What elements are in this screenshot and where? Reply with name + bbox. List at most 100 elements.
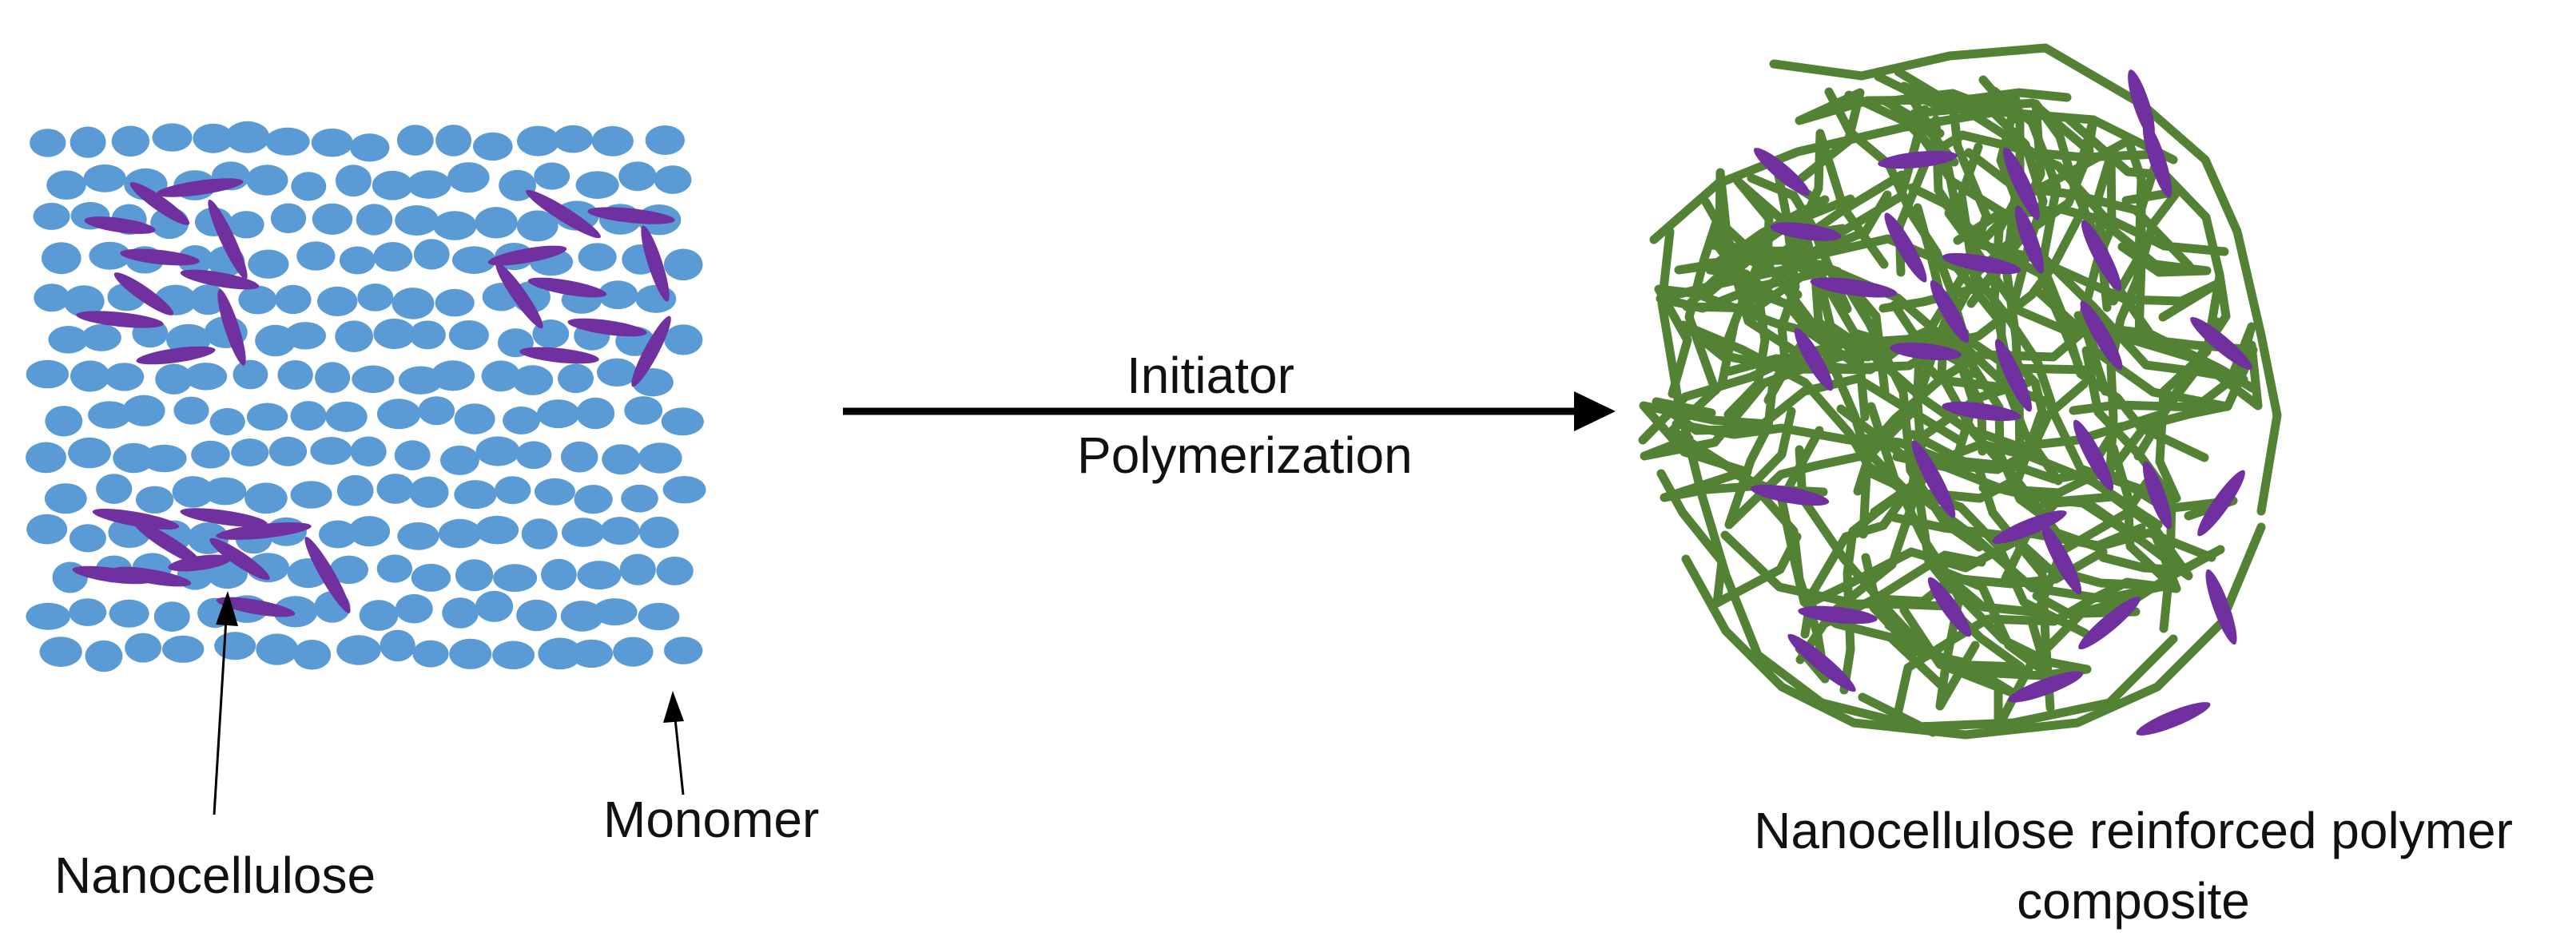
- nanocellulose-rod: [180, 269, 260, 290]
- polymer-strand: [1682, 170, 1906, 313]
- monomer-dot: [69, 598, 107, 626]
- monomer-dot: [275, 284, 312, 315]
- monomer-dot: [578, 243, 617, 272]
- polymer-strand: [2069, 322, 2256, 415]
- monomer-dot: [225, 121, 270, 153]
- monomer-dot: [407, 170, 451, 199]
- monomer-dot: [136, 486, 174, 514]
- product-label-line2: composite: [2017, 872, 2250, 930]
- monomer-dot: [515, 441, 552, 470]
- polymer-strand: [1964, 148, 2194, 271]
- monomer-dot: [70, 360, 110, 392]
- monomer-label: Monomer: [603, 791, 820, 848]
- nanocellulose-rod: [2080, 300, 2123, 371]
- polymer-strand: [1957, 343, 2054, 526]
- polymer-strand: [1862, 443, 2176, 604]
- monomer-dot: [538, 637, 582, 670]
- polymer-strand: [1679, 320, 1956, 594]
- monomer-dot: [359, 600, 399, 631]
- monomer-dot: [26, 442, 66, 474]
- monomer-dot: [654, 165, 692, 194]
- monomer-dot: [598, 280, 638, 310]
- monomer-dot: [193, 123, 234, 153]
- nanocellulose-rod: [92, 508, 180, 530]
- monomer-dot: [664, 637, 703, 664]
- monomer-dot: [372, 170, 413, 200]
- monomer-dot: [493, 564, 538, 593]
- monomer-dot: [376, 474, 414, 504]
- nanocellulose-rod: [136, 346, 216, 365]
- monomer-dot: [512, 365, 554, 395]
- monomer-dot: [26, 602, 70, 630]
- nanocellulose-rod: [1810, 277, 1898, 298]
- monomer-dot: [89, 241, 131, 270]
- polymer-strand: [1795, 88, 1952, 183]
- polymer-strand: [1839, 410, 2045, 695]
- monomer-dot: [325, 401, 368, 432]
- monomer-dot: [662, 476, 706, 504]
- nanocellulose-rod: [2007, 671, 2084, 703]
- monomer-dot: [561, 441, 598, 473]
- monomer-dot: [268, 436, 308, 466]
- monomer-dot: [83, 164, 126, 192]
- monomer-dot: [534, 478, 575, 506]
- nanocellulose-rod: [1890, 342, 1962, 361]
- nanocellulose-rod: [216, 597, 296, 617]
- monomer-dot: [26, 514, 68, 545]
- product-label-line1: Nanocellulose reinforced polymer: [1754, 802, 2513, 859]
- monomer-dot: [541, 558, 577, 591]
- nanocellulose-rod: [2190, 316, 2252, 371]
- monomer-dot: [311, 128, 353, 157]
- nanocellulose-rod: [180, 508, 268, 527]
- polymer-strand: [1769, 43, 2282, 516]
- monomer-dot: [231, 438, 269, 466]
- monomer-dot: [661, 407, 704, 436]
- nanocellulose-rod: [2128, 69, 2155, 138]
- monomer-dot: [454, 403, 495, 434]
- monomer-dot: [270, 203, 307, 234]
- monomer-dot: [392, 288, 435, 319]
- monomer-dot: [109, 599, 149, 628]
- nanocellulose-rod: [168, 554, 232, 572]
- nanocellulose-rod: [1753, 148, 1811, 196]
- monomer-dot: [141, 444, 187, 473]
- monomer-dot: [473, 132, 513, 161]
- monomer-dot: [373, 318, 415, 350]
- monomer-dot: [290, 481, 332, 509]
- monomer-dot: [449, 638, 492, 669]
- nanocellulose-rod: [1770, 222, 1842, 241]
- monomer-dot: [534, 162, 570, 190]
- monomer-dot: [356, 204, 393, 236]
- monomer-dot: [162, 635, 205, 663]
- monomer-dot: [185, 363, 228, 391]
- monomer-pointer-arrow: [663, 691, 685, 795]
- monomer-dot: [621, 484, 658, 513]
- nanocellulose-rod: [641, 225, 670, 302]
- nanocellulose-rod: [208, 200, 248, 280]
- monomer-dot: [638, 442, 682, 474]
- monomer-dot: [291, 172, 327, 201]
- monomer-dot: [558, 363, 594, 394]
- monomer-dot: [44, 483, 87, 514]
- monomer-dot: [492, 641, 535, 670]
- monomer-dot: [570, 639, 613, 668]
- monomer-dot: [448, 320, 489, 351]
- monomer-dot: [46, 170, 86, 200]
- nanocellulose-rod: [1995, 339, 2032, 412]
- nanocellulose-rod: [527, 277, 607, 298]
- monomer-dot: [233, 359, 268, 390]
- monomer-dot: [435, 288, 475, 317]
- nanocellulose-rod: [1930, 280, 1970, 343]
- monomer-dot: [246, 165, 288, 196]
- monomer-dot: [39, 637, 82, 667]
- monomer-dot: [246, 403, 288, 431]
- nanocellulose-rod: [304, 537, 351, 613]
- monomer-dot: [34, 284, 70, 312]
- nanocellulose-rod: [2081, 220, 2122, 292]
- monomer-dot: [576, 397, 615, 430]
- monomer-dot: [336, 635, 381, 665]
- monomer-dot: [592, 598, 638, 626]
- monomer-dot: [503, 407, 540, 434]
- monomer-dot: [319, 520, 357, 549]
- polymer-strand: [1696, 201, 2089, 354]
